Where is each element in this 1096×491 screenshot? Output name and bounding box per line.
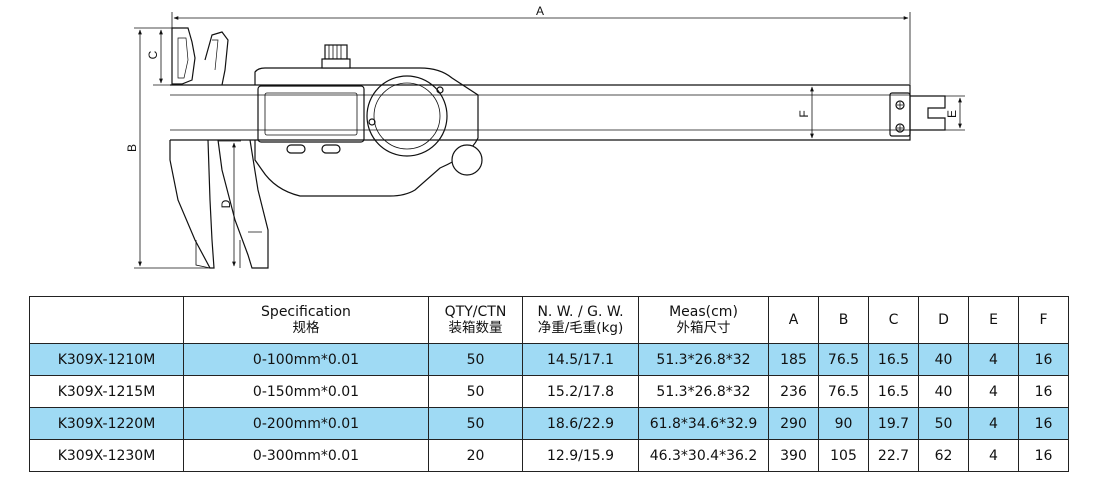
cell-model: K309X-1220M [29,407,184,440]
header-weight: N. W. / G. W.净重/毛重(kg) [522,296,639,344]
cell-dim-a: 185 [768,343,819,376]
sliding-jaw [204,31,269,269]
dim-label-b: B [125,144,139,152]
dim-label-e: E [945,110,959,118]
dimension-a [171,12,911,84]
cell-dim-b: 105 [818,439,869,472]
cell-dim-d: 40 [918,343,969,376]
header-dim-a: A [768,296,819,344]
header-dim-e: E [968,296,1019,344]
cell-dim-d: 50 [918,407,969,440]
header-specification-line2: 规格 [292,320,320,336]
header-qty-ctn-line1: QTY/CTN [444,304,507,320]
cell-specification: 0-100mm*0.01 [183,343,429,376]
cell-specification: 0-150mm*0.01 [183,375,429,408]
header-dim-b-line1: B [838,312,849,328]
cell-dim-c: 16.5 [868,343,919,376]
header-dim-c: C [868,296,919,344]
cell-weight: 12.9/15.9 [522,439,639,472]
cell-dim-f: 16 [1018,343,1069,376]
cell-dim-c: 22.7 [868,439,919,472]
dim-label-a: A [536,4,544,18]
cell-dim-e: 4 [968,375,1019,408]
cell-measurement: 51.3*26.8*32 [638,343,769,376]
cell-dim-e: 4 [968,407,1019,440]
header-dim-a-line1: A [788,312,799,328]
slider-body [254,44,483,197]
cell-weight: 14.5/17.1 [522,343,639,376]
cell-dim-c: 19.7 [868,407,919,440]
cell-dim-f: 16 [1018,375,1069,408]
header-measurement-line2: 外箱尺寸 [676,320,731,336]
header-weight-line2: 净重/毛重(kg) [537,320,624,336]
cell-dim-e: 4 [968,439,1019,472]
header-weight-line1: N. W. / G. W. [537,304,624,320]
dim-label-c: C [146,50,160,59]
cell-dim-a: 236 [768,375,819,408]
cell-specification: 0-300mm*0.01 [183,439,429,472]
dim-label-f: F [797,110,811,117]
dimension-d [218,140,241,267]
caliper-drawing: A B C D E F [125,4,965,269]
cell-weight: 18.6/22.9 [522,407,639,440]
cell-qty-ctn: 50 [428,375,523,408]
depth-bar [889,92,946,137]
cell-measurement: 46.3*30.4*36.2 [638,439,769,472]
cell-dim-f: 16 [1018,439,1069,472]
cell-qty-ctn: 50 [428,343,523,376]
cell-dim-b: 76.5 [818,343,869,376]
dimension-e [945,95,965,131]
header-dim-f-line1: F [1039,312,1048,328]
header-dim-c-line1: C [888,312,899,328]
cell-dim-a: 390 [768,439,819,472]
cell-dim-a: 290 [768,407,819,440]
header-measurement: Meas(cm)外箱尺寸 [638,296,769,344]
dim-label-d: D [219,199,233,208]
cell-dim-b: 90 [818,407,869,440]
cell-dim-c: 16.5 [868,375,919,408]
cell-measurement: 51.3*26.8*32 [638,375,769,408]
dimension-c [153,29,170,86]
cell-model: K309X-1215M [29,375,184,408]
cell-dim-d: 62 [918,439,969,472]
cell-specification: 0-200mm*0.01 [183,407,429,440]
cell-weight: 15.2/17.8 [522,375,639,408]
header-qty-ctn-line2: 装箱数量 [448,320,503,336]
header-measurement-line1: Meas(cm) [669,304,738,320]
header-specification-line1: Specification [261,304,351,320]
cell-qty-ctn: 50 [428,407,523,440]
header-dim-b: B [818,296,869,344]
dimension-b [134,27,210,269]
header-dim-d-line1: D [938,312,949,328]
cell-model: K309X-1210M [29,343,184,376]
cell-measurement: 61.8*34.6*32.9 [638,407,769,440]
header-model [29,296,184,344]
cell-dim-e: 4 [968,343,1019,376]
cell-dim-b: 76.5 [818,375,869,408]
header-dim-e-line1: E [989,312,998,328]
header-dim-f: F [1018,296,1069,344]
cell-dim-d: 40 [918,375,969,408]
cell-dim-f: 16 [1018,407,1069,440]
header-dim-d: D [918,296,969,344]
cell-model: K309X-1230M [29,439,184,472]
cell-qty-ctn: 20 [428,439,523,472]
fixed-jaw [169,27,215,269]
